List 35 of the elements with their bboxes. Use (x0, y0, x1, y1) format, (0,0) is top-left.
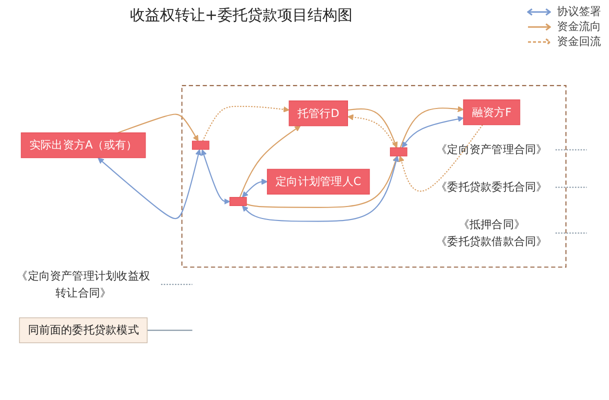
node-box: 融资方F (463, 99, 520, 125)
node-box: 定向计划管理人C (266, 168, 370, 194)
arrow (246, 156, 398, 208)
arrow (400, 106, 464, 148)
node-box (229, 196, 247, 206)
arrow (98, 148, 202, 219)
arrow (242, 156, 400, 222)
arrow (402, 116, 464, 148)
diagram-title: 收益权转让+委托贷款项目结构图 (130, 6, 353, 25)
node-text: 《定向资产管理计划收益权转让合同》 (16, 269, 150, 299)
arrow (202, 106, 290, 142)
legend-label: 协议签署 (557, 4, 601, 19)
connector (161, 284, 192, 285)
connector (147, 330, 192, 331)
legend-label: 资金流向 (557, 19, 601, 34)
node-text: 《定向资产管理合同》 (436, 142, 548, 156)
connector (556, 232, 587, 234)
arrow (118, 114, 198, 142)
connector (556, 149, 587, 150)
node-box: 实际出资方A（或有） (20, 132, 146, 158)
node-box: 同前面的委托贷款模式 (19, 317, 148, 343)
arrow (242, 178, 268, 198)
arrow (239, 125, 301, 198)
node-box (390, 147, 408, 156)
cluster (181, 84, 566, 268)
legend-label: 资金回流 (557, 34, 601, 49)
connector (556, 186, 587, 188)
arrow (348, 108, 398, 148)
node-box: 托管行D (288, 100, 348, 126)
arrow (398, 124, 484, 192)
arrow (347, 114, 397, 148)
node-text: 《委托贷款委托合同》 (436, 180, 548, 194)
arrow (200, 149, 230, 204)
node-box (192, 140, 210, 150)
node-text: 《抵押合同》 《委托贷款借款合同》 (436, 218, 548, 248)
